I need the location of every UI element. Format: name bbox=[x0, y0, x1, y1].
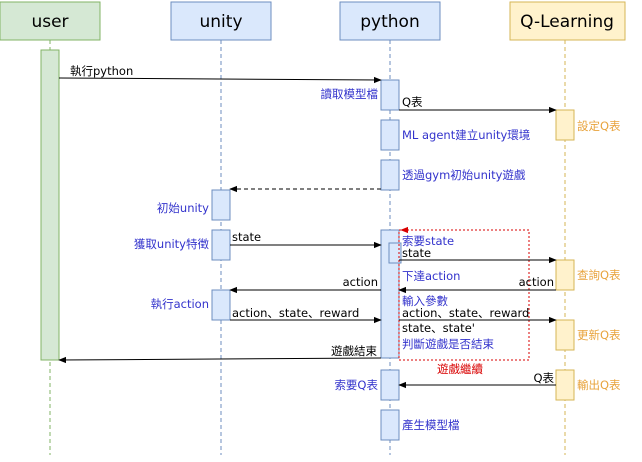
msg-action-python-label: action bbox=[343, 275, 378, 289]
msg-state-state2-label: state、state' bbox=[402, 321, 475, 335]
participant-user-label: user bbox=[31, 12, 68, 32]
label-unity-init: 初始unity bbox=[157, 201, 209, 215]
msg-state-unity-label: state bbox=[232, 230, 261, 244]
label-build-env: ML agent建立unity環境 bbox=[402, 128, 530, 142]
python-activation-read bbox=[380, 79, 400, 111]
unity-activation-init bbox=[211, 189, 231, 221]
activations bbox=[40, 49, 575, 441]
python-activation-build bbox=[380, 119, 400, 151]
participant-unity[interactable]: unity bbox=[170, 1, 272, 41]
label-issue-action: 下達action bbox=[402, 269, 460, 283]
msg-exec-python-label: 執行python bbox=[70, 64, 133, 78]
msg-asr-python-label: action、state、reward bbox=[402, 306, 529, 320]
label-request-q: 索要Q表 bbox=[334, 378, 378, 392]
python-activation-produce bbox=[380, 409, 400, 441]
label-init-game: 透過gym初始unity遊戲 bbox=[402, 168, 526, 182]
msg-asr-unity-label: action、state、reward bbox=[232, 306, 359, 320]
msg-action-ql-label: action bbox=[519, 275, 554, 289]
participant-python[interactable]: python bbox=[339, 1, 441, 41]
label-request-state: 索要state bbox=[402, 234, 454, 248]
messages bbox=[58, 76, 557, 389]
participant-unity-label: unity bbox=[200, 12, 243, 32]
ql-activation-output bbox=[555, 369, 575, 401]
ql-activation-set bbox=[555, 109, 575, 141]
participant-qlearning-label: Q-Learning bbox=[520, 12, 614, 32]
python-activation-init bbox=[380, 159, 400, 191]
python-activation-loop-inner bbox=[388, 242, 402, 264]
unity-activation-exec bbox=[211, 289, 231, 321]
label-update-q: 更新Q表 bbox=[577, 328, 621, 342]
label-output-q: 輸出Q表 bbox=[577, 378, 621, 392]
label-unity-features: 獲取unity特徵 bbox=[134, 237, 210, 251]
lifelines bbox=[49, 40, 566, 455]
user-activation bbox=[40, 49, 60, 361]
unity-activation-features bbox=[211, 229, 231, 261]
label-query-q: 查詢Q表 bbox=[577, 268, 621, 282]
participant-user[interactable]: user bbox=[0, 1, 101, 41]
participant-qlearning[interactable]: Q-Learning bbox=[509, 1, 626, 41]
msg-game-continue-label: 遊戲繼續 bbox=[437, 362, 483, 376]
label-judge-end: 判斷遊戲是否結束 bbox=[402, 337, 494, 351]
msg-q-return-label: Q表 bbox=[533, 371, 554, 385]
label-produce-model: 產生模型檔 bbox=[402, 418, 460, 432]
label-unity-exec-action: 執行action bbox=[151, 297, 209, 311]
msg-game-over-label: 遊戲結束 bbox=[331, 344, 377, 358]
python-activation-request-q bbox=[380, 369, 400, 401]
msg-q-table-label: Q表 bbox=[402, 95, 423, 109]
participant-python-label: python bbox=[360, 12, 419, 32]
label-set-q: 設定Q表 bbox=[577, 119, 621, 133]
label-input-params: 輸入參數 bbox=[402, 294, 448, 308]
ql-activation-query bbox=[555, 259, 575, 291]
msg-exec-python-arrow bbox=[58, 76, 382, 84]
ql-activation-update bbox=[555, 319, 575, 351]
msg-state-python-label: state bbox=[402, 246, 431, 260]
label-read-model: 讀取模型檔 bbox=[321, 87, 379, 101]
msg-game-over-arrow bbox=[58, 356, 382, 364]
